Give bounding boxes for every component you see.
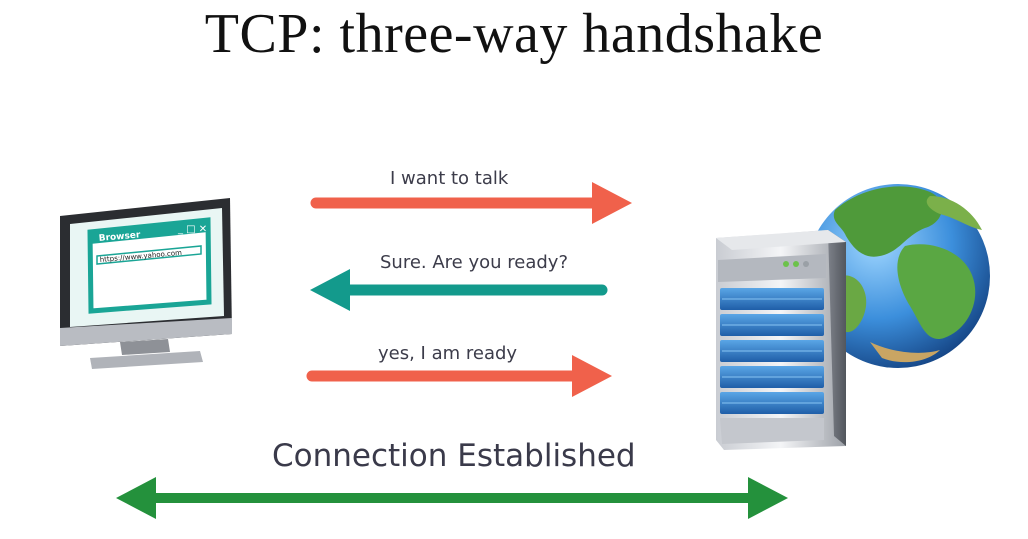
ack-message-label: yes, I am ready <box>378 343 518 364</box>
ack-arrow <box>306 355 612 397</box>
connection-established-label: Connection Established <box>272 438 636 474</box>
syn-ack-arrow <box>310 269 608 311</box>
server-icon <box>716 230 846 450</box>
page-title: TCP: three-way handshake <box>204 3 824 65</box>
syn-arrow <box>310 182 632 224</box>
connection-established-arrow <box>116 477 788 519</box>
window-controls-icon: _ □ ✕ <box>177 224 207 235</box>
browser-title: Browser <box>98 230 141 244</box>
browser-window: Browser https://www.yahoo.com _ □ ✕ <box>87 217 212 314</box>
computer-monitor-icon: Browser https://www.yahoo.com _ □ ✕ <box>60 198 232 369</box>
syn-ack-message-label: Sure. Are you ready? <box>380 252 569 273</box>
syn-message-label: I want to talk <box>390 168 509 189</box>
